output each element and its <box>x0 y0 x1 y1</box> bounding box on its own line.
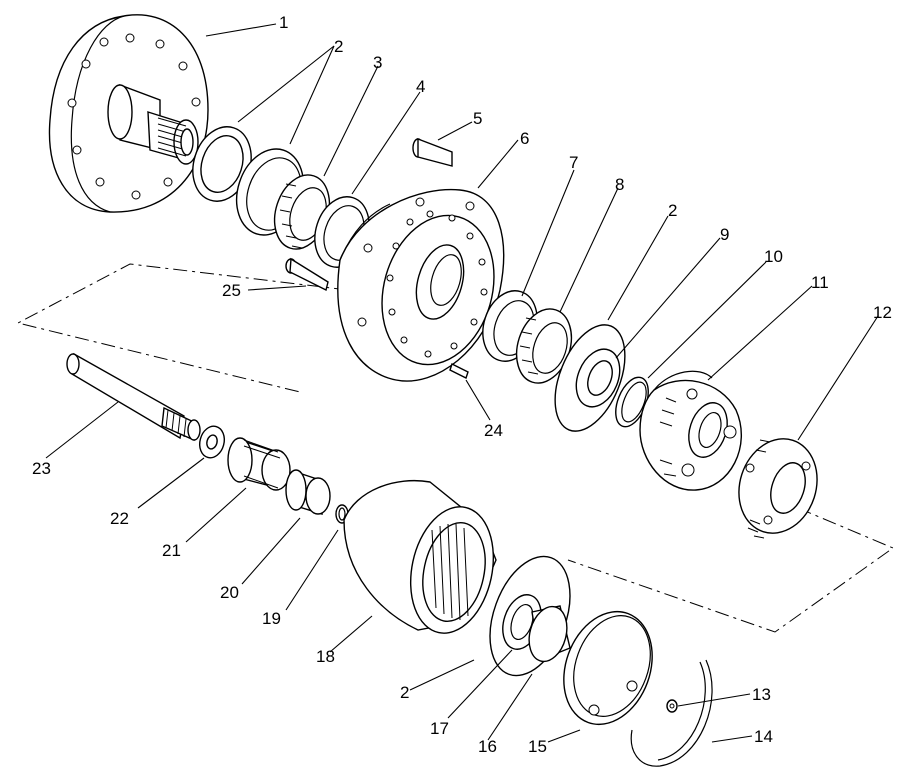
part-18-ring-gear-housing <box>343 479 497 634</box>
callout-labels: 1 2 3 4 5 6 7 8 2 9 10 11 12 13 14 15 16… <box>32 13 892 756</box>
callout-2-middle: 2 <box>668 201 677 220</box>
part-23-axle-shaft <box>66 352 201 441</box>
callout-19: 19 <box>262 609 281 628</box>
callout-17: 17 <box>430 719 449 738</box>
callout-21: 21 <box>162 541 181 560</box>
callout-10: 10 <box>764 247 783 266</box>
part-14-retaining-ring <box>630 659 713 767</box>
part-22-washer <box>198 425 226 459</box>
callout-22: 22 <box>110 509 129 528</box>
callout-15: 15 <box>528 737 547 756</box>
callout-5: 5 <box>473 109 482 128</box>
callout-9: 9 <box>720 225 729 244</box>
callout-2-lower: 2 <box>400 683 409 702</box>
callout-18: 18 <box>316 647 335 666</box>
part-25-bolt <box>285 257 329 292</box>
callout-16: 16 <box>478 737 497 756</box>
callout-11: 11 <box>811 273 829 292</box>
assembly-plane-outline <box>16 263 895 633</box>
callout-8: 8 <box>615 175 624 194</box>
callout-3: 3 <box>373 53 382 72</box>
part-9-thrust-washer <box>575 348 621 408</box>
callout-25: 25 <box>222 281 241 300</box>
part-24-pin <box>449 363 469 379</box>
part-15-end-cover <box>563 610 653 726</box>
part-20-spur-gear <box>285 469 331 515</box>
part-2-seal-upper <box>192 126 252 202</box>
part-12-carrier-gear-assembly <box>738 438 818 539</box>
callout-6: 6 <box>520 129 529 148</box>
callout-14: 14 <box>754 727 773 746</box>
callout-12: 12 <box>873 303 892 322</box>
callout-13: 13 <box>752 685 771 704</box>
part-11-planet-carrier <box>639 370 742 491</box>
part-13-plug <box>666 699 678 713</box>
part-16-thrust-button <box>528 605 571 663</box>
callout-7: 7 <box>569 153 578 172</box>
callout-23: 23 <box>32 459 51 478</box>
part-6-wheel-hub <box>337 188 505 382</box>
part-5-bolt <box>412 137 453 167</box>
callout-2: 2 <box>334 37 343 56</box>
callout-20: 20 <box>220 583 239 602</box>
callout-1: 1 <box>279 13 288 32</box>
callout-24: 24 <box>484 421 503 440</box>
callout-4: 4 <box>416 77 425 96</box>
part-21-spur-gear <box>227 437 291 491</box>
part-1-flange-hub <box>48 14 209 213</box>
leader-lines <box>45 23 879 743</box>
